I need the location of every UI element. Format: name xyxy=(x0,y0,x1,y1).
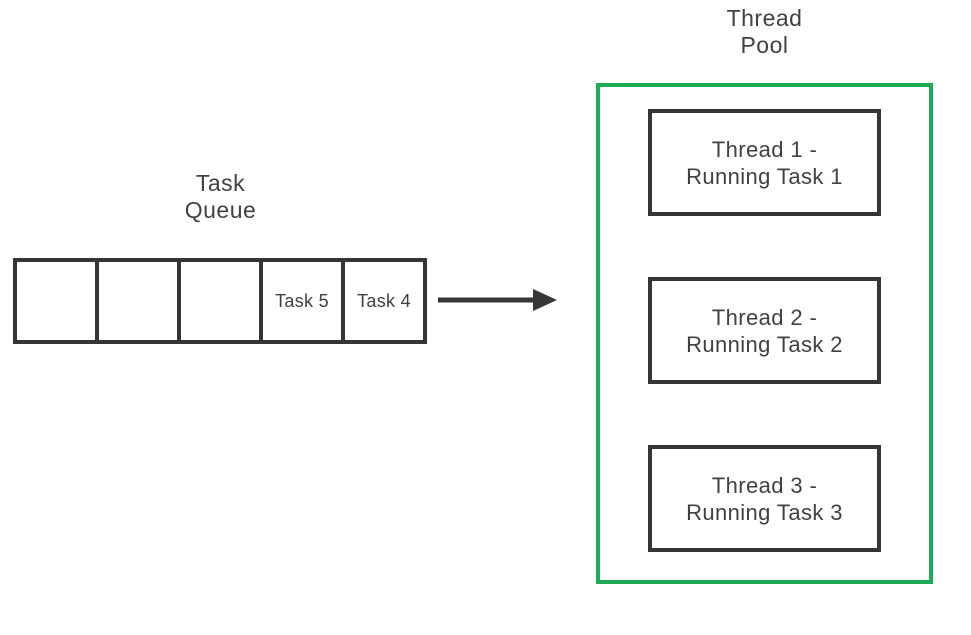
queue-cell-task-4: Task 4 xyxy=(341,258,427,344)
task-queue: Task 5 Task 4 xyxy=(13,258,427,344)
thread-1-label-line1: Thread 1 - xyxy=(711,136,818,162)
queue-to-pool-arrow-icon xyxy=(438,289,557,311)
queue-cell-empty-3 xyxy=(177,258,263,344)
task-queue-title: Task Queue xyxy=(13,170,428,224)
thread-2-box: Thread 2 - Running Task 2 xyxy=(648,277,881,384)
thread-1-box: Thread 1 - Running Task 1 xyxy=(648,109,881,216)
queue-cell-empty-1 xyxy=(13,258,99,344)
queue-cell-empty-2 xyxy=(95,258,181,344)
thread-pool-title-line2: Pool xyxy=(740,32,789,58)
thread-3-label-line2: Running Task 3 xyxy=(686,499,843,525)
thread-1-label-line2: Running Task 1 xyxy=(686,163,843,189)
thread-pool-container: Thread 1 - Running Task 1 Thread 2 - Run… xyxy=(596,83,933,584)
task-queue-title-line1: Task xyxy=(195,170,246,196)
thread-pool-title-line1: Thread xyxy=(726,5,803,31)
task-queue-title-line2: Queue xyxy=(184,197,257,223)
thread-2-label-line1: Thread 2 - xyxy=(711,304,818,330)
thread-pool-title: Thread Pool xyxy=(596,5,933,59)
thread-3-label-line1: Thread 3 - xyxy=(711,472,818,498)
thread-3-box: Thread 3 - Running Task 3 xyxy=(648,445,881,552)
thread-2-label-line2: Running Task 2 xyxy=(686,331,843,357)
queue-cell-task-5: Task 5 xyxy=(259,258,345,344)
